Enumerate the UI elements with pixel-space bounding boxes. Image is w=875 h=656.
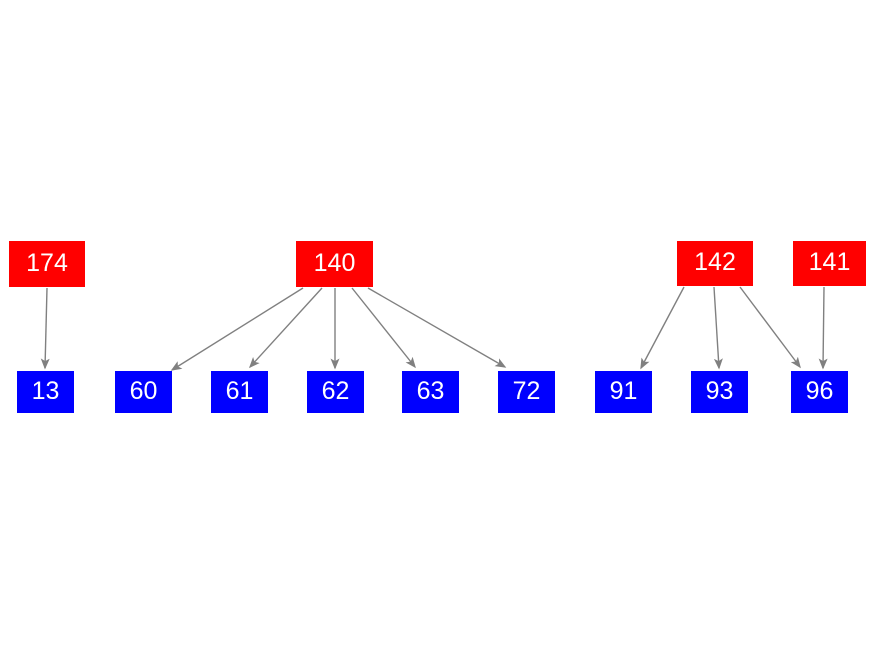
node-label: 13 [31, 376, 60, 405]
node-13[interactable]: 13 [17, 371, 74, 413]
node-label: 60 [129, 376, 158, 405]
node-93[interactable]: 93 [691, 371, 748, 413]
node-142[interactable]: 142 [677, 241, 753, 286]
edge-140-to-72 [367, 287, 507, 368]
edge-142-to-96 [739, 286, 801, 369]
node-label: 91 [609, 376, 638, 405]
node-label: 72 [512, 376, 541, 405]
node-91[interactable]: 91 [595, 371, 652, 413]
node-62[interactable]: 62 [307, 371, 364, 413]
edge-140-to-61 [248, 287, 323, 369]
edge-174-to-13 [40, 287, 50, 370]
node-61[interactable]: 61 [211, 371, 268, 413]
node-96[interactable]: 96 [791, 371, 848, 413]
node-174[interactable]: 174 [9, 241, 85, 287]
edges-group [40, 286, 828, 371]
node-60[interactable]: 60 [115, 371, 172, 413]
node-140[interactable]: 140 [296, 241, 373, 287]
node-label: 141 [808, 248, 851, 276]
node-label: 96 [805, 376, 834, 405]
node-label: 93 [705, 376, 734, 405]
node-label: 63 [416, 376, 445, 405]
edge-140-to-63 [351, 287, 416, 369]
edge-141-to-96 [818, 286, 828, 370]
node-72[interactable]: 72 [498, 371, 555, 413]
node-label: 174 [26, 248, 68, 277]
node-63[interactable]: 63 [402, 371, 459, 413]
node-label: 62 [321, 376, 350, 405]
node-141[interactable]: 141 [793, 241, 866, 286]
edge-142-to-93 [713, 286, 723, 370]
edge-140-to-60 [170, 287, 304, 371]
node-label: 61 [225, 376, 254, 405]
edge-142-to-91 [640, 286, 685, 370]
node-label: 142 [694, 248, 736, 276]
node-label: 140 [313, 248, 356, 277]
